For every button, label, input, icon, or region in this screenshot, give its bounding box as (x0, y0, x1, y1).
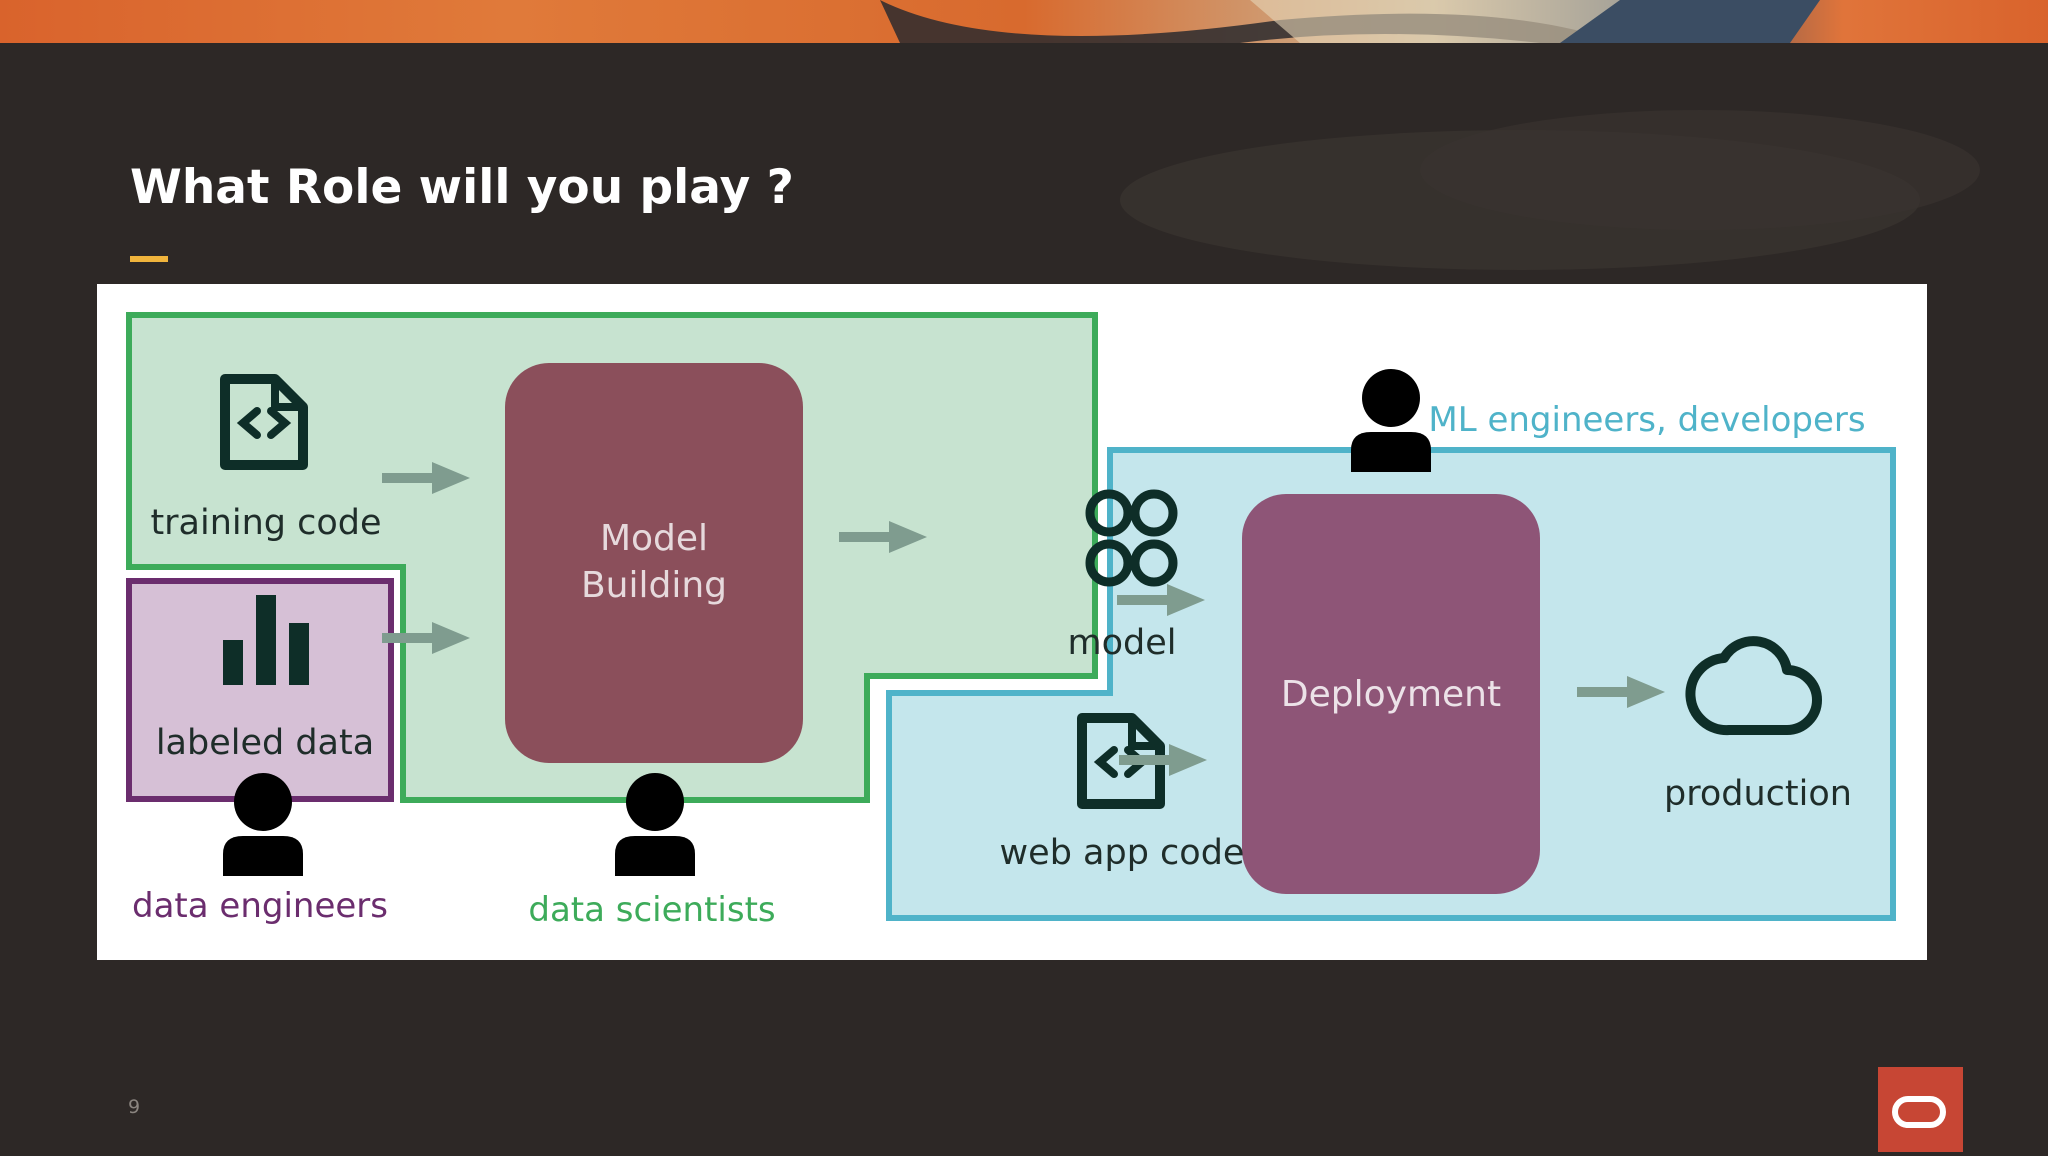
bar-chart-icon (223, 595, 309, 685)
ml-engineer-person-icon (1351, 369, 1431, 472)
decorative-texture (1120, 110, 1980, 270)
model-icon (1085, 489, 1178, 587)
oracle-logo-icon (1892, 1096, 1946, 1128)
cloud-icon (1685, 636, 1822, 736)
model-building-box (505, 363, 803, 763)
model-building-label-line1: Model (600, 518, 708, 559)
role-label-ml-engineers: ML engineers, developers (1428, 400, 1865, 440)
deployment-label: Deployment (1281, 674, 1501, 715)
labeled-data-label: labeled data (156, 723, 374, 763)
production-label: production (1664, 774, 1852, 814)
role-label-data-engineers: data engineers (132, 886, 388, 926)
training-code-label: training code (150, 503, 381, 543)
role-label-data-scientists: data scientists (528, 890, 775, 930)
diagram-canvas: Model Building Deployment training code … (126, 312, 1896, 930)
title-accent-bar (130, 256, 168, 262)
web-app-code-label: web app code (1000, 833, 1245, 873)
decorative-banner (0, 0, 2048, 43)
model-label: model (1068, 623, 1177, 663)
brand-logo (1878, 1067, 1963, 1152)
model-building-label-line2: Building (581, 565, 727, 606)
slide-title: What Role will you play ? (130, 160, 794, 215)
ml-roles-diagram: Model Building Deployment training code … (97, 284, 1927, 960)
deployment-box (1242, 494, 1540, 894)
page-number: 9 (128, 1096, 141, 1118)
banner-art (880, 0, 1820, 43)
